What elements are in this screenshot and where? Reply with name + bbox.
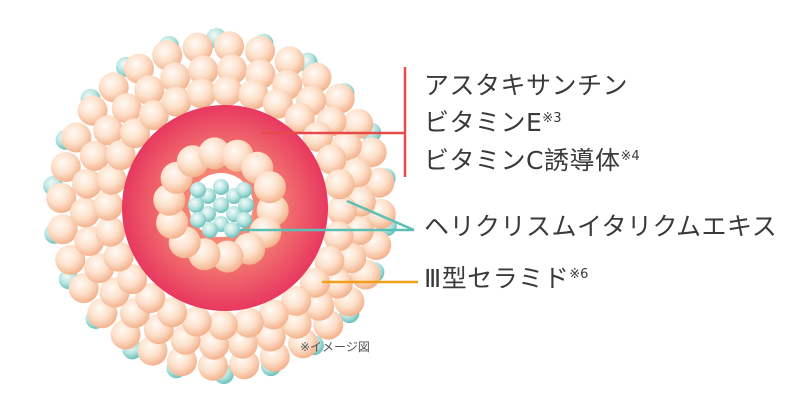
extract-sphere (190, 182, 206, 198)
label-ceramide-3-note: ※6 (569, 267, 589, 282)
ceramide-sphere (96, 164, 127, 195)
ceramide-sphere (356, 137, 387, 168)
extract-sphere (213, 197, 229, 213)
ceramide-sphere (46, 183, 77, 213)
ceramide-sphere (186, 78, 217, 109)
ceramide-sphere (198, 350, 228, 381)
ceramide-sphere (281, 285, 312, 316)
ceramide-sphere (111, 93, 142, 124)
ceramide-sphere (314, 245, 345, 276)
ceramide-sphere (182, 32, 213, 63)
extract-sphere (236, 182, 252, 198)
ceramide-sphere (364, 167, 395, 198)
ceramide-sphere (134, 75, 165, 106)
ceramide-sphere (188, 55, 219, 86)
ceramide-sphere (253, 171, 286, 204)
label-astaxanthin-text: アスタキサンチン (424, 71, 629, 100)
ceramide-sphere (103, 241, 134, 272)
ceramide-sphere (214, 31, 244, 62)
extract-sphere (236, 212, 252, 228)
ceramide-sphere (181, 306, 212, 337)
ceramide-sphere (79, 140, 110, 171)
ceramide-sphere (304, 290, 335, 321)
ceramide-sphere (61, 122, 92, 153)
ceramide-sphere (324, 169, 355, 200)
label-astaxanthin: アスタキサンチン (424, 69, 628, 103)
ceramide-sphere (302, 121, 333, 152)
ceramide-sphere (258, 299, 289, 330)
label-helichrysum-extract: ヘリクリスムイタリクムエキス (424, 210, 777, 244)
ceramide-sphere (238, 79, 269, 110)
ceramide-sphere (245, 35, 275, 66)
ceramide-sphere (50, 152, 81, 182)
ceramide-sphere (211, 240, 244, 273)
ceramide-sphere (117, 264, 148, 295)
ceramide-sphere (281, 308, 312, 339)
extract-sphere (213, 179, 229, 195)
extract-sphere (190, 212, 206, 228)
ceramide-sphere (95, 216, 126, 247)
ceramide-sphere (343, 108, 374, 139)
ceramide-sphere (72, 168, 102, 199)
label-vitamin-c-derivative-note: ※4 (620, 149, 640, 164)
ceramide-sphere (262, 88, 293, 119)
ceramide-sphere (212, 76, 243, 106)
label-ceramide-3-text: Ⅲ型セラミド (424, 264, 570, 293)
ceramide-sphere (300, 267, 330, 298)
ceramide-sphere (255, 321, 286, 352)
ceramide-sphere (135, 283, 166, 313)
ceramide-sphere (301, 62, 332, 93)
extract-sphere (238, 197, 254, 213)
ceramide-sphere (316, 144, 347, 175)
label-vitamin-c-derivative: ビタミンC誘導体※4 (424, 144, 640, 178)
image-note: ※イメージ図 (300, 340, 370, 354)
ceramide-sphere (161, 86, 192, 117)
ceramide-sphere (233, 307, 264, 338)
ceramide-sphere (70, 197, 101, 228)
inner-extract-spheres (188, 179, 254, 238)
ceramide-sphere (120, 118, 150, 149)
leader-line-extract-outer (346, 199, 415, 232)
ceramide-sphere (322, 268, 353, 299)
ceramide-sphere (327, 195, 357, 226)
label-ceramide-3: Ⅲ型セラミド※6 (424, 262, 588, 296)
label-vitamin-e: ビタミンE※3 (424, 106, 561, 140)
ceramide-sphere (157, 297, 188, 328)
ceramide-sphere (55, 244, 86, 275)
ceramide-sphere (93, 115, 124, 146)
ceramide-sphere (207, 310, 238, 340)
extract-sphere (188, 197, 204, 213)
label-vitamin-e-note: ※3 (542, 111, 562, 126)
inner-ceramide-ring (153, 137, 289, 273)
ceramide-sphere (284, 103, 315, 133)
ceramide-sphere (47, 214, 78, 245)
label-helichrysum-extract-text: ヘリクリスムイタリクムエキス (424, 212, 778, 241)
ceramide-sphere (198, 137, 231, 170)
ceramide-sphere (324, 83, 355, 114)
ceramide-sphere (336, 243, 367, 274)
ceramide-sphere (93, 190, 123, 221)
extract-sphere (202, 222, 218, 238)
ceramide-sphere (105, 140, 136, 171)
ceramide-sphere (274, 46, 305, 77)
label-vitamin-e-text: ビタミンE (424, 108, 543, 137)
leader-lines (240, 67, 418, 284)
ceramide-sphere (160, 62, 191, 93)
ceramide-sphere (138, 100, 169, 131)
extract-sphere (224, 222, 240, 238)
label-vitamin-c-derivative-text: ビタミンC誘導体 (424, 146, 621, 175)
